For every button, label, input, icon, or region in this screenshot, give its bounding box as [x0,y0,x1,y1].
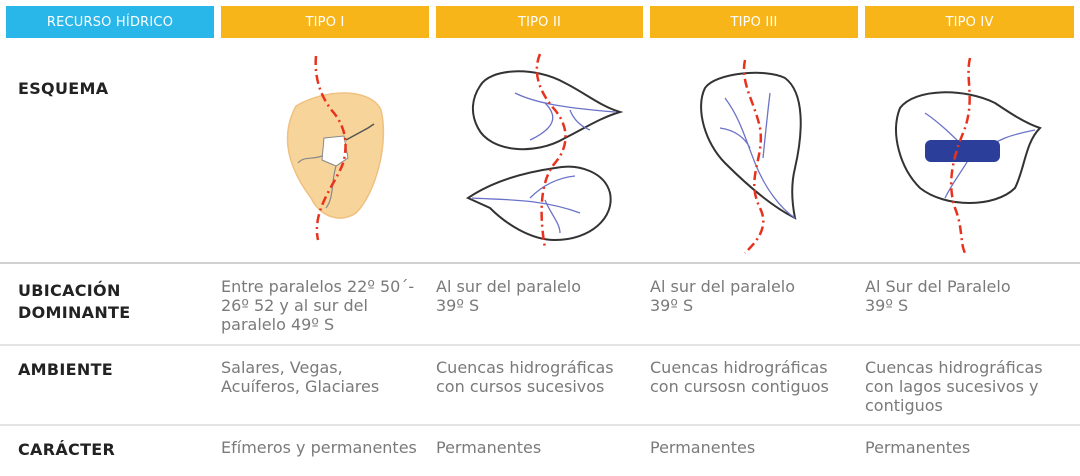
schema-tipo-3 [685,48,815,254]
schema-tipo-4 [885,48,1045,254]
cell-ambiente-tipo-2: Cuencas hidrográficas con cursos sucesiv… [436,358,614,396]
header-tipo-3: TIPO III [650,6,858,38]
cell-ubicacion-tipo-1: Entre paralelos 22º 50´- 26º 52 y al sur… [221,277,415,334]
cell-ambiente-tipo-3: Cuencas hidrográficas con cursosn contig… [650,358,829,396]
cell-caracter-tipo-4: Permanentes [865,438,971,457]
divider-ambiente [0,424,1080,426]
row-label-ambiente: AMBIENTE [18,360,114,379]
cell-caracter-tipo-3: Permanentes [650,438,756,457]
cell-caracter-tipo-2: Permanentes [436,438,542,457]
divider-esquema [0,262,1080,264]
divider-ubicacion [0,344,1080,346]
cell-ubicacion-tipo-4: Al Sur del Paralelo 39º S [865,277,1011,315]
cell-caracter-tipo-1: Efímeros y permanentes [221,438,417,457]
cell-ubicacion-tipo-2: Al sur del paralelo 39º S [436,277,582,315]
row-label-caracter: CARÁCTER [18,440,116,459]
header-tipo-4: TIPO IV [865,6,1074,38]
row-label-esquema: ESQUEMA [18,79,109,98]
cell-ubicacion-tipo-3: Al sur del paralelo 39º S [650,277,796,315]
header-tipo-2: TIPO II [436,6,643,38]
cell-ambiente-tipo-1: Salares, Vegas, Acuíferos, Glaciares [221,358,380,396]
schema-tipo-2 [460,48,630,254]
schema-tipo-1 [256,48,396,254]
header-recurso-hidrico: RECURSO HÍDRICO [6,6,214,38]
row-label-ubicacion: UBICACIÓN DOMINANTE [18,281,131,322]
header-tipo-1: TIPO I [221,6,429,38]
cell-ambiente-tipo-4: Cuencas hidrográficas con lagos sucesivo… [865,358,1043,415]
